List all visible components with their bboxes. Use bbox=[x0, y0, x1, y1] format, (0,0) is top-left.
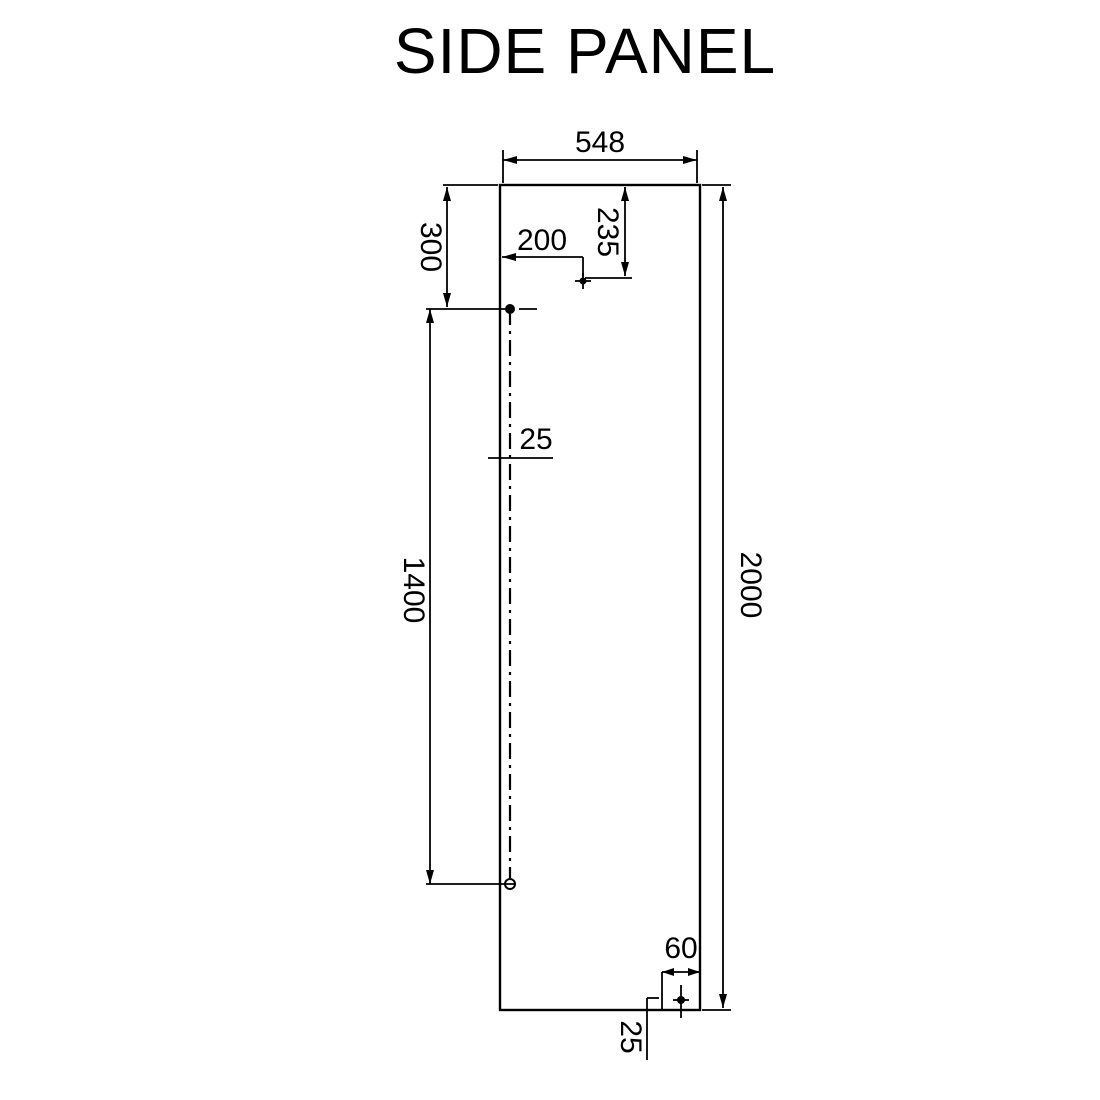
dim-centerline-inset: 25 bbox=[488, 423, 553, 459]
dim-300-label: 300 bbox=[414, 222, 447, 272]
arrowhead bbox=[662, 968, 674, 976]
arrowhead bbox=[443, 293, 451, 307]
arrowhead bbox=[719, 187, 727, 201]
dim-hinge-y: 235 bbox=[585, 187, 632, 279]
dim-hinge-x: 200 bbox=[502, 224, 591, 289]
arrowhead bbox=[621, 262, 629, 276]
dim-200-label: 200 bbox=[517, 224, 567, 257]
arrowhead bbox=[683, 156, 697, 164]
hole-centerline bbox=[504, 304, 537, 890]
dim-25-mid-label: 25 bbox=[519, 423, 552, 456]
dim-25-bottom-label: 25 bbox=[614, 1020, 647, 1053]
arrowhead bbox=[443, 187, 451, 201]
dim-235-label: 235 bbox=[591, 207, 624, 257]
arrowhead bbox=[502, 253, 516, 261]
dim-height-right: 2000 bbox=[702, 184, 767, 1011]
dim-top-to-hole: 300 bbox=[414, 184, 498, 307]
dim-hole-spacing: 1400 bbox=[397, 308, 514, 885]
dim-width-label: 548 bbox=[575, 126, 625, 159]
panel-outline bbox=[498, 183, 702, 1012]
drawing-title: SIDE PANEL bbox=[393, 15, 777, 87]
arrowhead bbox=[426, 870, 434, 884]
panel-rect bbox=[498, 183, 702, 1012]
arrowhead bbox=[621, 187, 629, 201]
dim-width-top: 548 bbox=[502, 126, 698, 183]
dim-height-label: 2000 bbox=[734, 552, 767, 619]
arrowhead bbox=[426, 309, 434, 323]
dim-60-label: 60 bbox=[664, 932, 697, 965]
arrowhead bbox=[719, 994, 727, 1008]
arrowhead bbox=[688, 968, 700, 976]
dim-bottom-inset-y: 25 bbox=[614, 997, 659, 1060]
arrowhead bbox=[503, 156, 517, 164]
dim-1400-label: 1400 bbox=[397, 557, 430, 624]
dim-bottom-inset-x: 60 bbox=[661, 932, 700, 1018]
